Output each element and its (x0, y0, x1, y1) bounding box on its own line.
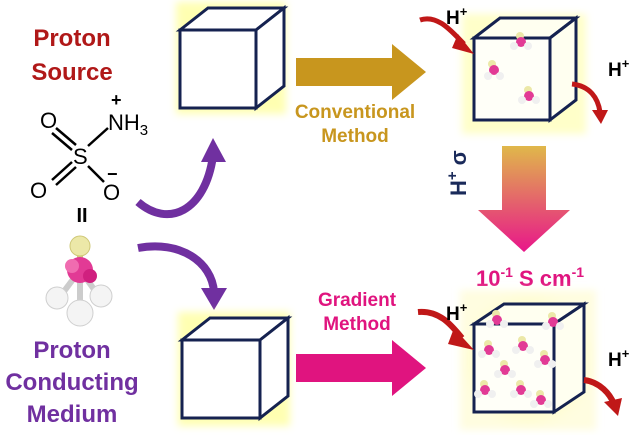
medium-line2: Conducting (5, 369, 138, 396)
svg-text:H+σ: H+ σ (444, 150, 471, 196)
sulfamic-acid-structure: O O S + NH3 − O II (30, 90, 148, 227)
h-symbol: H (608, 350, 622, 371)
sulfur: S (73, 144, 88, 169)
gradient-line1: Gradient (318, 290, 397, 311)
amine-plus: + (111, 90, 122, 110)
sigma-charge: + (444, 171, 461, 180)
cond-exp: -1 (500, 264, 513, 280)
h-charge: + (460, 4, 468, 19)
curved-arrow-down (137, 242, 227, 310)
proton-source-line2: Source (31, 59, 112, 86)
mini-molecule (512, 336, 534, 354)
proton-cube-top (462, 14, 586, 134)
empty-cube-bottom (177, 312, 293, 426)
h-symbol: H (608, 60, 622, 81)
oxygen-minus: O (103, 180, 120, 205)
nh3-text: NH (108, 110, 140, 135)
cond-unit-exp: -1 (572, 264, 585, 280)
proton-in-arrow-top (419, 16, 474, 54)
oxygen-top: O (40, 108, 57, 133)
separator-double-bar: II (76, 205, 87, 227)
conductivity-value: 10-1 S cm-1 (476, 264, 584, 291)
h-charge: + (460, 300, 468, 315)
conventional-line2: Method (321, 126, 389, 147)
proton-in-arrow-bottom (417, 308, 474, 350)
mini-molecule (510, 380, 532, 398)
mini-molecule (510, 32, 532, 50)
sigma-symbol: σ (446, 150, 471, 165)
ball-stick-molecule (45, 235, 113, 327)
mini-molecule (494, 360, 516, 378)
h-charge: + (622, 56, 630, 71)
conventional-arrow (296, 44, 426, 100)
curved-arrow-up (135, 138, 226, 219)
empty-cube-top (175, 2, 289, 114)
mini-molecule (478, 340, 500, 358)
hplus-out-bottom: H+ (608, 346, 630, 371)
oxygen-bottom: O (30, 178, 47, 203)
cond-prefix: 10 (476, 266, 500, 291)
mini-molecule (530, 390, 552, 408)
h-symbol: H (446, 8, 460, 29)
amine-nh3: NH3 (108, 110, 148, 139)
oxygen-minus-sign: − (107, 164, 118, 184)
sigma-label: H+ σ (444, 150, 471, 196)
mini-molecule (518, 86, 540, 104)
gradient-line2: Method (323, 314, 391, 335)
medium-line3: Medium (27, 401, 118, 428)
proton-out-arrow-top (571, 81, 608, 124)
mini-molecule (542, 312, 564, 330)
conventional-line1: Conventional (295, 102, 415, 123)
nh3-subscript: 3 (140, 122, 148, 139)
proton-out-arrow-bottom (583, 377, 622, 416)
h-charge: + (622, 346, 630, 361)
hplus-in-bottom: H+ (446, 300, 468, 325)
proton-source-line1: Proton (33, 25, 110, 52)
mini-molecule (534, 350, 556, 368)
medium-line1: Proton (33, 337, 110, 364)
mini-molecule (486, 310, 508, 328)
mini-molecule (474, 380, 496, 398)
proton-cube-bottom (460, 290, 596, 430)
h-symbol: H (446, 304, 460, 325)
hplus-in-top: H+ (446, 4, 468, 29)
sigma-h: H (446, 180, 471, 196)
cond-unit: S cm (513, 266, 572, 291)
conductivity-increase-arrow (478, 146, 570, 252)
hplus-out-top: H+ (608, 56, 630, 81)
gradient-arrow (296, 340, 426, 396)
mini-molecule (484, 60, 504, 80)
